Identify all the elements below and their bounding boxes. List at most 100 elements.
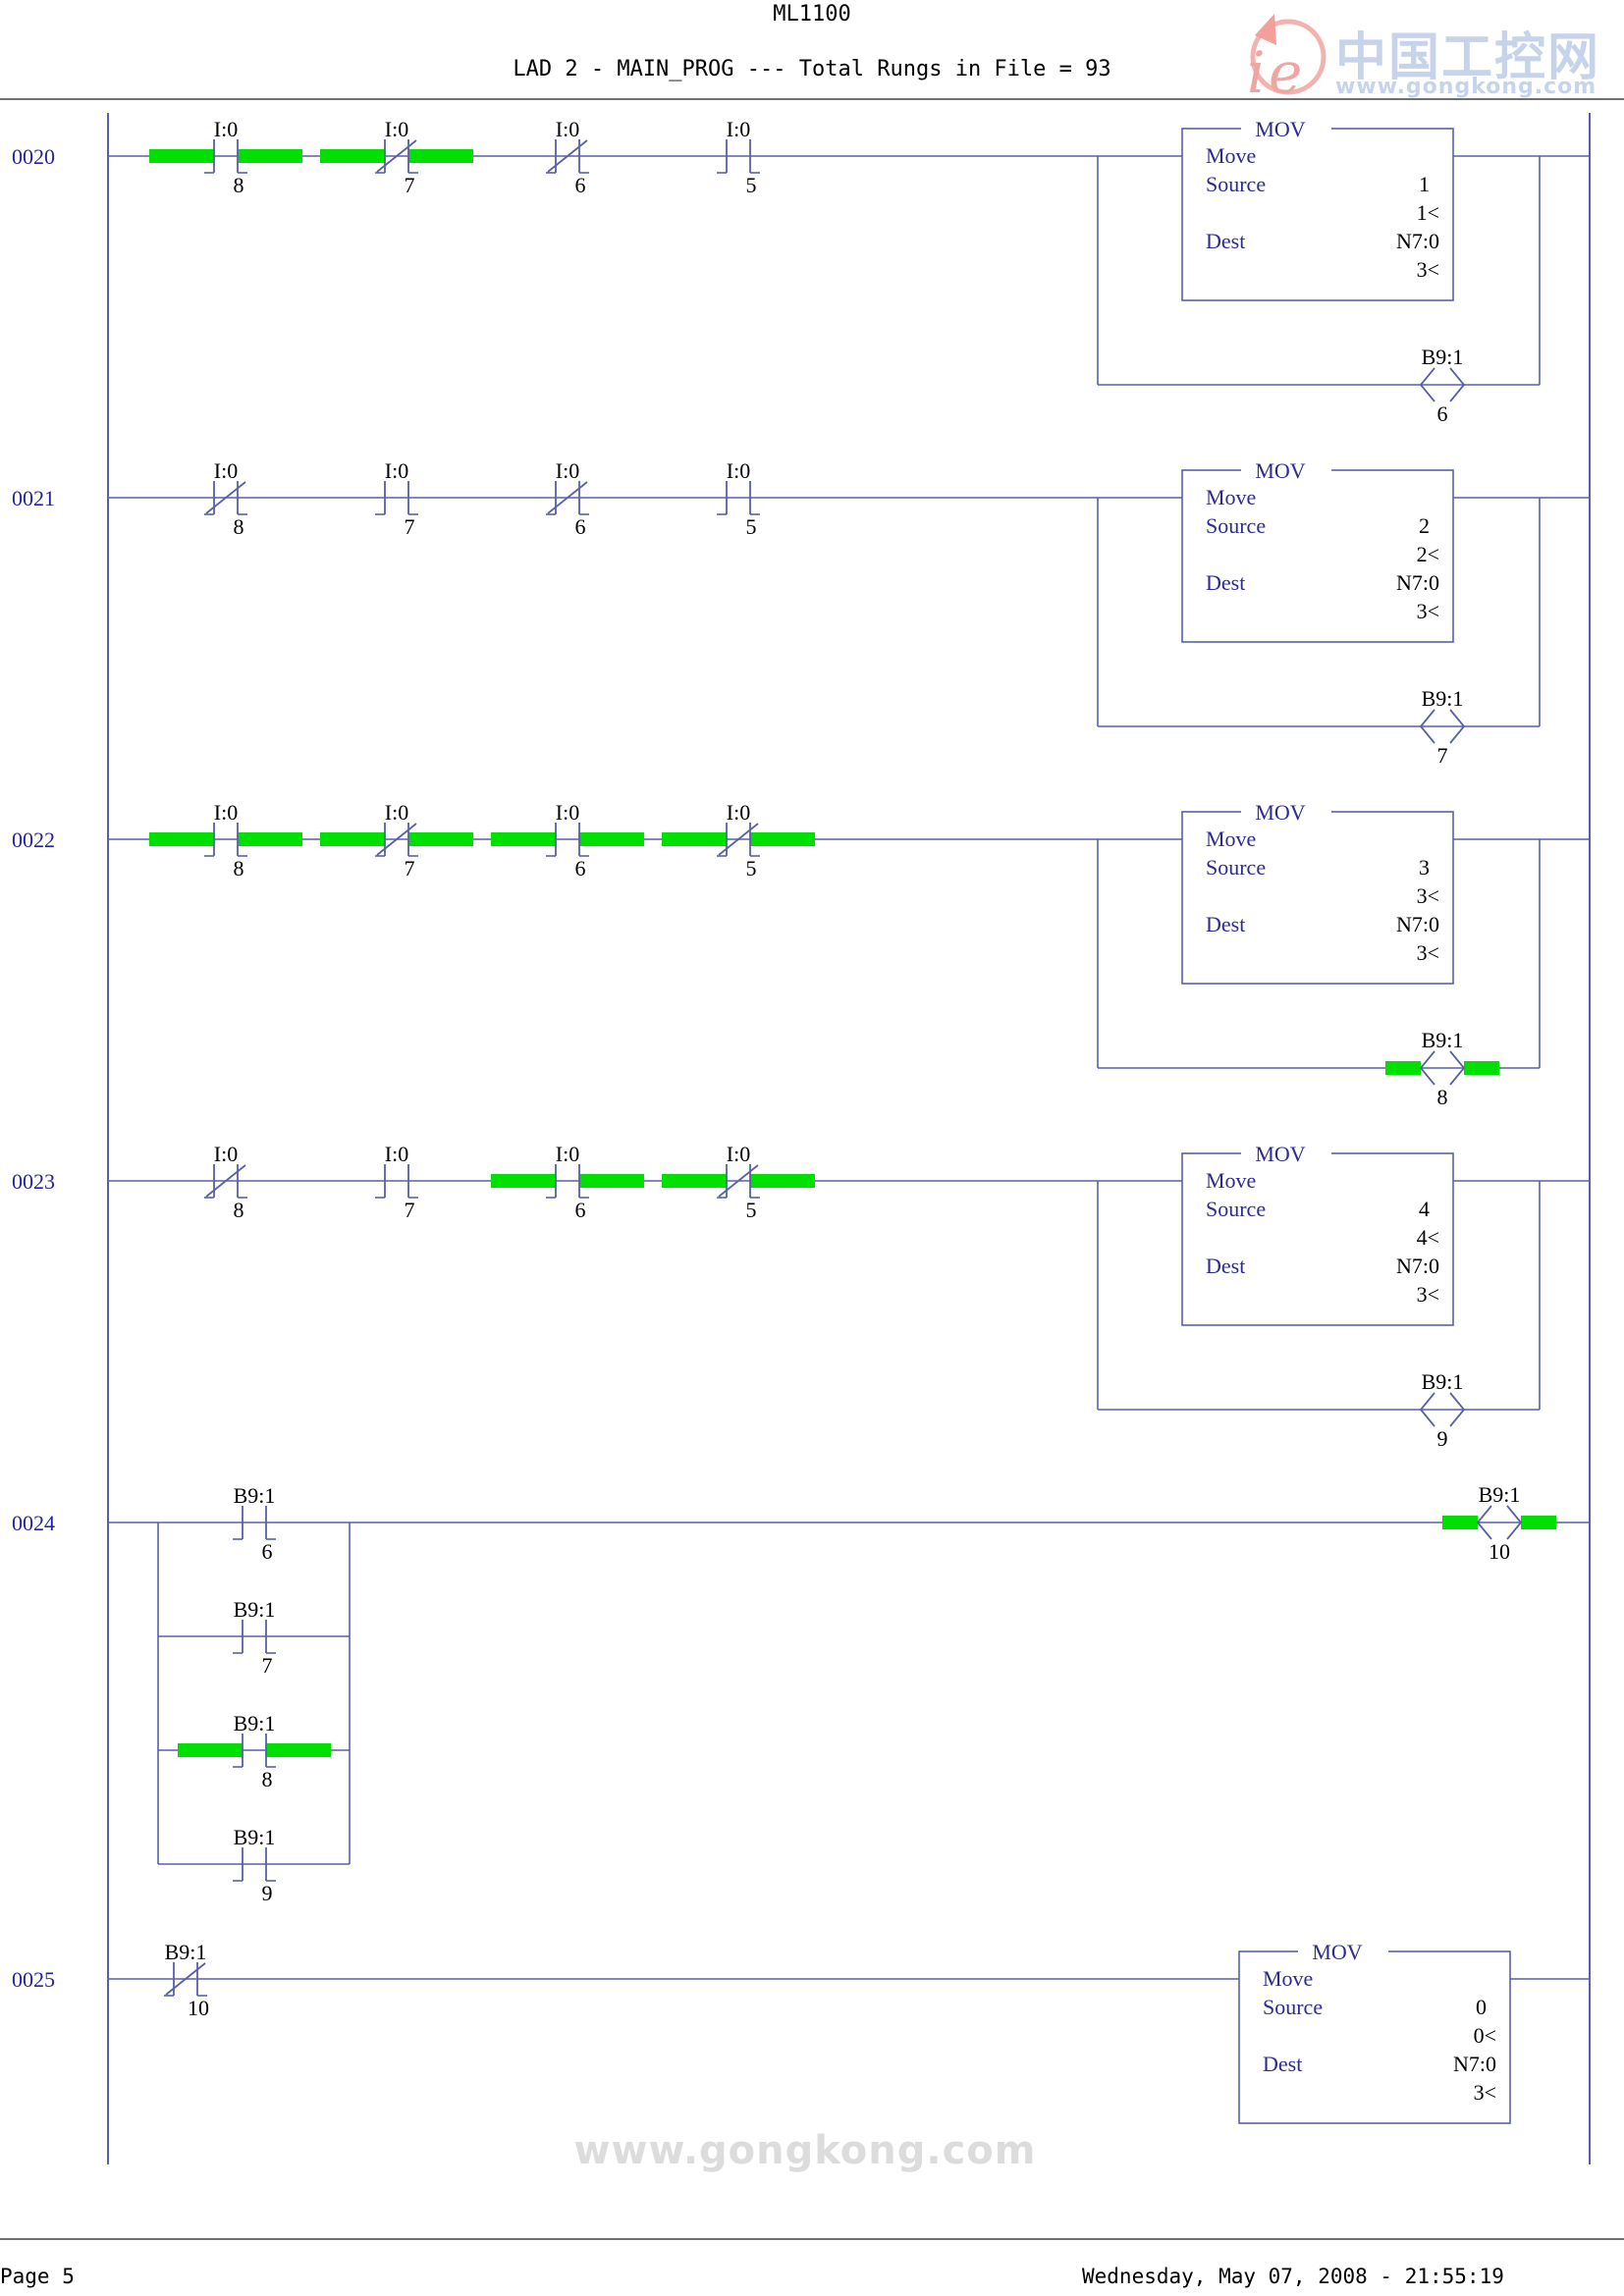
rung-0023-mov-block-dest-current: 3<: [1417, 1282, 1439, 1307]
rung-0023-mov-block-move-label: Move: [1206, 1168, 1256, 1193]
rung-0022-contact-1-bit: 8: [234, 856, 244, 881]
rung-0020-coil-paren-right: [1449, 367, 1466, 402]
rung-0020-contact-4-address: I:0: [727, 117, 750, 141]
rung-0025-contact-1-nc-slash: [165, 1962, 206, 1996]
rung-0023-contact-4-energized-left: [662, 1174, 727, 1188]
rung-0020-coil-paren-left: [1419, 367, 1435, 402]
rung-0024-branch-contact-2-bit: 7: [262, 1653, 273, 1678]
rung-0022-contact-4-energized-left: [662, 832, 727, 846]
rung-0020-contact-2-energized-right: [408, 149, 473, 163]
rung-0022-mov-block-dest-current: 3<: [1417, 940, 1439, 965]
rung-0023-contact-3-energized-right: [579, 1174, 644, 1188]
rung-0023-contact-4: I:0 5: [662, 1142, 815, 1222]
rung-0023-contact-2-address: I:0: [385, 1142, 408, 1166]
rung-0025-contact-1: B9:110: [164, 1940, 209, 2020]
rung-0022-contact-3-energized-right: [579, 832, 644, 846]
rung-0020-contact-2: I:07: [320, 117, 473, 197]
rung-0022-coil-paren-right: [1449, 1050, 1466, 1086]
rung-0021-contact-1-address: I:0: [214, 458, 238, 483]
rung-0023-contact-3-bit: 6: [575, 1198, 586, 1222]
rung-0023-contact-4-energized-right: [750, 1174, 815, 1188]
rung-0023-mov-block-source-label: Source: [1206, 1197, 1266, 1221]
rung-0022-mov-block-title: MOV: [1255, 800, 1305, 825]
rung-0024-coil-energized-left: [1442, 1516, 1478, 1529]
rung-0020-mov-block-box: [1181, 128, 1454, 301]
rung-0021-contact-1-bit: 8: [234, 514, 244, 539]
rung-0022-mov-block-box: [1181, 811, 1454, 985]
rung-0020-contact-3-nc-slash: [547, 139, 588, 173]
footer-datetime: Wednesday, May 07, 2008 - 21:55:19: [1082, 2265, 1504, 2288]
rung-0021-coil-paren-left: [1419, 709, 1435, 744]
rung-0020-contact-2-address: I:0: [385, 117, 408, 141]
rung-0021-mov-block-box: [1181, 469, 1454, 643]
rung-0020-contact-3-bit: 6: [575, 173, 586, 197]
rung-0023-coil: B9:19: [1419, 1369, 1466, 1451]
rung-0022-contact-2-energized-left: [320, 832, 385, 846]
rung-0022-contact-2-bit: 7: [405, 856, 415, 881]
rung-0021-contact-2: I:07: [375, 458, 418, 539]
rung-0021-contact-1: I:0 8: [204, 458, 247, 539]
rung-0023-contact-1: I:08: [204, 1142, 247, 1222]
rung-0025-mov-block-source-label: Source: [1263, 1995, 1323, 2019]
rung-0025-mov-block-title: MOV: [1312, 1940, 1362, 1964]
rung-0022-contact-1-energized-left: [149, 832, 214, 846]
rung-0021-contact-3-bit: 6: [575, 514, 586, 539]
rung-0022-contact-2-energized-right: [408, 832, 473, 846]
rung-0020-mov-block-move-label: Move: [1206, 143, 1256, 168]
rung-0021-contact-3-nc-slash: [547, 481, 588, 514]
rung-0023-contact-4-nc-slash: [718, 1164, 759, 1198]
rung-0020-coil-bit: 6: [1437, 401, 1448, 426]
rung-0022-contact-1-address: I:0: [214, 800, 238, 825]
rung-0021-contact-4: I:05: [717, 458, 760, 539]
rung-0024-branch-contact-2: B9:1 7: [233, 1597, 276, 1678]
rung-0024-branch-contact-3-energized-right: [266, 1743, 331, 1757]
rung-0023-contact-1-nc-slash: [205, 1164, 246, 1198]
rung-0024-coil-energized-right: [1521, 1516, 1556, 1529]
rung-0022-contact-3-bit: 6: [575, 856, 586, 881]
rung-0022-coil-paren-left: [1419, 1050, 1435, 1086]
rung-0020-contact-1-energized-right: [238, 149, 302, 163]
rung-0021-contact-3-address: I:0: [556, 458, 579, 483]
rung-0020-contact-2-nc-slash: [376, 139, 417, 173]
rung-0024-coil-bit: 10: [1489, 1539, 1510, 1564]
rung-0021-contact-4-address: I:0: [727, 458, 750, 483]
rung-0020-coil: B9:16: [1419, 345, 1466, 426]
rung-0024-branch-contact-3-energized-left: [178, 1743, 243, 1757]
rung-0023-contact-4-address: I:0: [727, 1142, 750, 1166]
rung-0022-mov-block-move-label: Move: [1206, 827, 1256, 851]
rung-0021-mov-block-source-current: 2<: [1417, 542, 1439, 566]
rung-0022-contact-1-energized-right: [238, 832, 302, 846]
rung-0022-coil-address: B9:1: [1422, 1028, 1464, 1052]
rung-0022-contact-2-nc-slash: [376, 823, 417, 856]
rung-0022-contact-4-nc-slash: [718, 823, 759, 856]
rung-0021-mov-block-source-value: 2: [1419, 513, 1430, 538]
rung-0023-mov-block-box: [1181, 1152, 1454, 1326]
rung-0025-mov-block-title-mask: [1298, 1940, 1388, 1963]
svg-text:e: e: [1269, 39, 1302, 104]
ie-logo-icon: i e: [1247, 14, 1326, 106]
rung-0024-branch-contact-1-address: B9:1: [234, 1483, 276, 1508]
rung-0022-coil-bit: 8: [1437, 1085, 1448, 1109]
rung-0021-contact-2-address: I:0: [385, 458, 408, 483]
rung-0025-mov-block-move-label: Move: [1263, 1966, 1313, 1991]
rung-0022-mov-block-dest-value: N7:0: [1396, 912, 1439, 936]
rung-0024-number: 0024: [12, 1511, 55, 1535]
rung-0022-coil: B9:1 8: [1385, 1028, 1499, 1109]
rung-0023-coil-address: B9:1: [1422, 1369, 1464, 1394]
rung-0020-contact-1-energized-left: [149, 149, 214, 163]
rung-0022-mov-block-source-label: Source: [1206, 855, 1266, 880]
rung-0022-contact-1: I:0 8: [149, 800, 302, 881]
rung-0021-number: 0021: [12, 486, 55, 510]
watermark: www.gongkong.com: [573, 2128, 1037, 2173]
rung-0023-contact-4-bit: 5: [746, 1198, 757, 1222]
rung-0025-mov-block-box: [1238, 1950, 1511, 2124]
rung-0024-branch-contact-2-address: B9:1: [234, 1597, 276, 1622]
rung-0025-mov-block-dest-label: Dest: [1263, 2052, 1302, 2076]
rung-0025-mov-block-source-current: 0<: [1474, 2023, 1496, 2048]
rung-0020-contact-4-bit: 5: [746, 173, 757, 197]
rung-0020-contact-1-bit: 8: [234, 173, 244, 197]
rung-0023-mov-block-dest-label: Dest: [1206, 1254, 1245, 1278]
rung-0021-mov-block-title: MOV: [1255, 458, 1305, 483]
